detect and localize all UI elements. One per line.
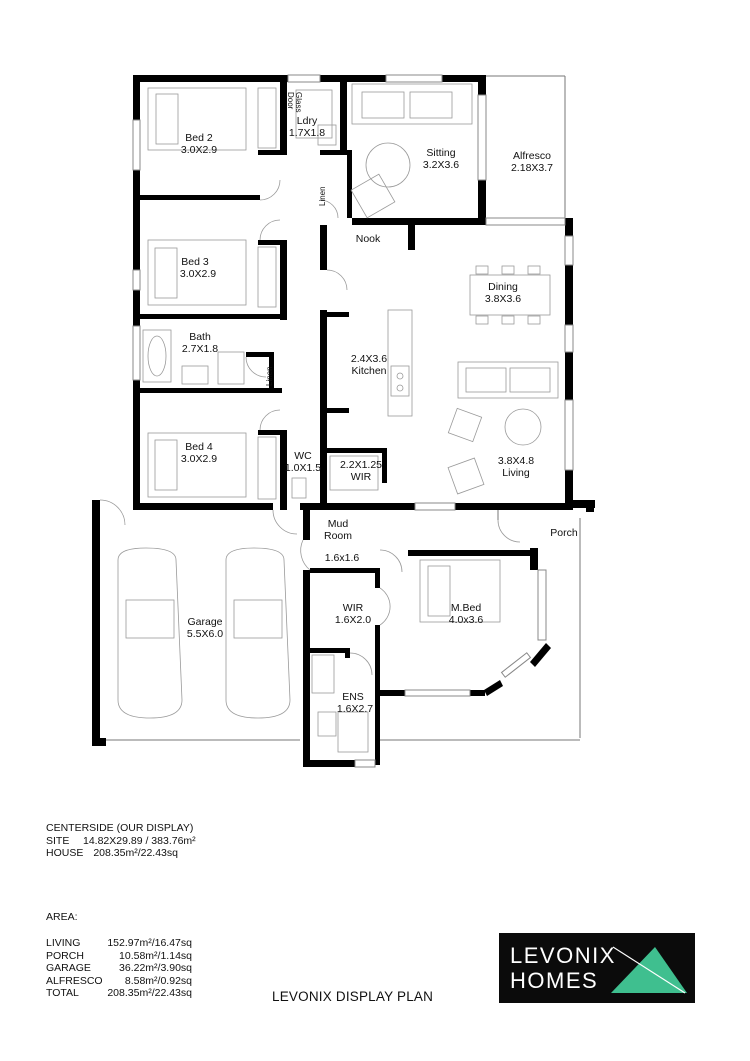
label-bath-name: Bath [189,331,211,343]
area-value: 10.58m²/1.14sq [119,949,192,962]
label-kitchen-size: 2.4X3.6 [351,353,387,365]
label-living-size: 3.8X4.8 [498,455,534,467]
room-labels: Bed 2 3.0X2.9 Glass Door Ldry 1.7X1.8 Si… [180,92,578,715]
summary-heading: CENTERSIDE (OUR DISPLAY) [46,822,194,834]
label-bed3-name: Bed 3 [181,256,209,268]
area-value: 152.97m²/16.47sq [107,937,192,949]
label-kitchen-name: Kitchen [351,365,386,377]
label-mbed-size: 4.0x3.6 [449,614,484,626]
area-row: PORCH 10.58m²/1.14sq [46,950,192,963]
area-value: 36.22m²/3.90sq [119,962,192,974]
site-summary: CENTERSIDE (OUR DISPLAY) SITE 14.82X29.89… [46,822,196,860]
label-ldry-name: Ldry [297,115,318,127]
label-ens-name: ENS [342,691,364,703]
label-wir-lower-size: 1.6X2.0 [335,614,371,626]
label-bed2-size: 3.0X2.9 [181,144,217,156]
levonix-logo: LEVONIX HOMES [499,933,695,1003]
logo-triangle-icon [611,946,687,994]
label-wir-upper-size: 2.2X1.25 [340,459,382,471]
logo-line-1: LEVONIX [510,943,616,968]
area-label: LIVING [46,937,81,949]
label-wir-lower-name: WIR [343,602,364,614]
label-linen-upper: Linen [318,186,327,206]
label-wc-name: WC [294,450,312,462]
label-sitting-name: Sitting [426,147,455,159]
label-mud-room-size: 1.6x1.6 [325,552,360,564]
area-label: ALFRESCO [46,974,103,987]
label-mud-room-2: Room [324,530,352,542]
area-value: 8.58m²/0.92sq [124,974,192,987]
label-dining-name: Dining [488,281,518,293]
label-garage-name: Garage [187,616,222,628]
area-label: GARAGE [46,962,91,974]
summary-house-label: HOUSE [46,847,84,859]
summary-site-row: SITE 14.82X29.89 / 383.76m² [46,835,196,848]
label-linen-lower: Linen [265,366,274,386]
label-sitting-size: 3.2X3.6 [423,159,459,171]
label-living-name: Living [502,467,530,479]
label-garage-size: 5.5X6.0 [187,628,223,640]
label-ldry-size: 1.7X1.8 [289,127,325,139]
boundary-lines [104,75,581,741]
doors [99,179,521,676]
area-label: PORCH [46,949,84,962]
label-wc-size: 1.0X1.5 [285,462,321,474]
windows [132,74,574,768]
label-porch: Porch [550,527,578,539]
label-glass-door-1: Glass [294,92,303,112]
area-value: 208.35m²/22.43sq [107,987,192,999]
area-row: GARAGE 36.22m²/3.90sq [46,962,192,975]
area-row: ALFRESCO 8.58m²/0.92sq [46,975,192,988]
label-alfresco-name: Alfresco [513,150,551,162]
label-mbed-name: M.Bed [451,602,482,614]
label-nook: Nook [356,233,381,245]
area-row: LIVING 152.97m²/16.47sq [46,937,192,950]
logo-line-2: HOMES [510,968,599,993]
floor-plan: Bed 2 3.0X2.9 Glass Door Ldry 1.7X1.8 Si… [92,74,595,768]
label-bath-size: 2.7X1.8 [182,343,218,355]
label-bed3-size: 3.0X2.9 [180,268,216,280]
furniture [117,83,559,753]
summary-house-row: HOUSE 208.35m²/22.43sq [46,847,196,860]
label-bed2-name: Bed 2 [185,132,213,144]
summary-site-label: SITE [46,834,70,847]
label-bed4-name: Bed 4 [185,441,213,453]
area-table: LIVING 152.97m²/16.47sq PORCH 10.58m²/1.14… [46,937,192,1000]
summary-site-value: 14.82X29.89 / 383.76m² [83,834,196,847]
label-alfresco-size: 2.18X3.7 [511,162,553,174]
area-label: TOTAL [46,987,79,999]
summary-house-value: 208.35m²/22.43sq [93,847,178,859]
label-wir-upper-name: WIR [351,471,372,483]
area-row: TOTAL 208.35m²/22.43sq [46,987,192,1000]
walls [92,75,595,767]
label-bed4-size: 3.0X2.9 [181,453,217,465]
label-dining-size: 3.8X3.6 [485,293,521,305]
area-heading: AREA: [46,911,78,923]
label-ens-size: 1.6X2.7 [337,703,373,715]
label-glass-door-2: Door [286,92,295,110]
label-mud-room-1: Mud [328,518,349,530]
plan-title: LEVONIX DISPLAY PLAN [272,989,434,1004]
